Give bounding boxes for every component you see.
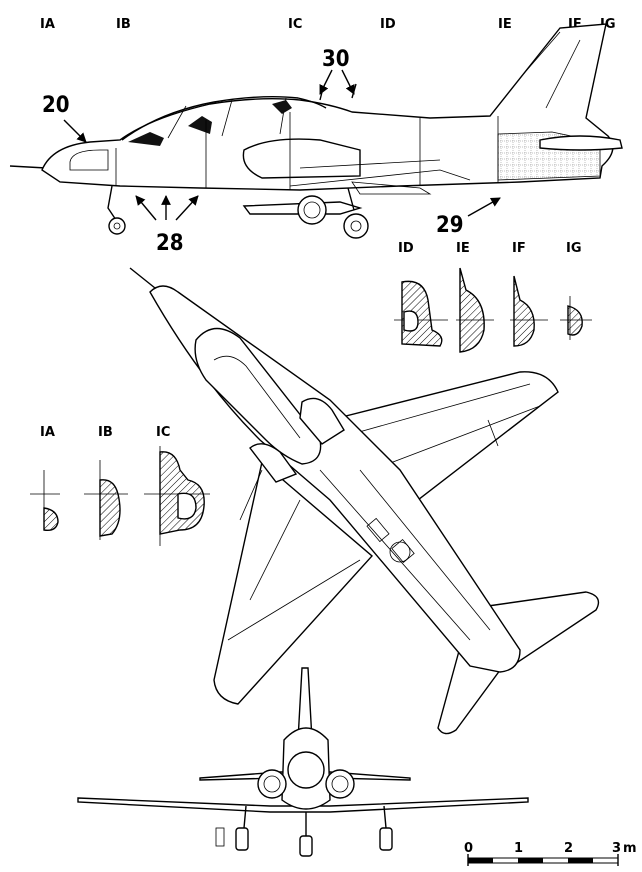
air-intake-side [242, 138, 361, 179]
section-ic [144, 446, 210, 546]
callout-20: 20 [42, 93, 70, 118]
section-label-if: IF [512, 241, 526, 256]
section-id [394, 280, 448, 347]
main-wheel-front-left [235, 827, 249, 851]
nose-wheel-front [299, 835, 313, 857]
section-ie [456, 267, 494, 353]
station-label-ie: IE [498, 17, 512, 32]
station-label-ia: IA [40, 17, 55, 32]
nose-wheel-side [108, 217, 126, 235]
sections-left: IA IB IC [30, 425, 210, 546]
station-label-ib: IB [116, 17, 131, 32]
section-ia [30, 470, 60, 532]
scale-unit: m [623, 841, 637, 856]
section-label-ib: IB [98, 425, 113, 440]
scale-tick-0: 0 [464, 841, 473, 856]
sections-upper: ID IE IF IG [394, 241, 592, 353]
front-view [77, 667, 529, 857]
callout-30: 30 [322, 47, 350, 72]
scale-tick-3: 3 [612, 841, 621, 856]
station-label-id: ID [380, 17, 396, 32]
section-label-ig: IG [566, 241, 582, 256]
section-ig [560, 296, 592, 340]
station-labels: IA IB IC ID IE IF IG [40, 17, 616, 32]
section-label-id: ID [398, 241, 414, 256]
side-view [9, 23, 623, 239]
plan-view [129, 267, 600, 735]
front-seat [128, 132, 164, 146]
canopy-plan [194, 327, 322, 465]
canopy [121, 95, 327, 141]
tailplane-side [539, 135, 623, 151]
callout-29: 29 [436, 213, 464, 238]
section-label-ic: IC [156, 425, 170, 440]
callout-28: 28 [156, 231, 184, 256]
scale-tick-1: 1 [514, 841, 523, 856]
station-label-ic: IC [288, 17, 302, 32]
scale-tick-2: 2 [564, 841, 573, 856]
section-label-ia: IA [40, 425, 55, 440]
fuselage-side [41, 23, 614, 191]
callouts: 20 30 28 29 [42, 47, 501, 256]
pitot-probe [9, 165, 47, 169]
main-wheel-left [297, 195, 327, 225]
section-ib [84, 460, 128, 540]
nose-gear-side [107, 185, 117, 221]
section-label-ie: IE [456, 241, 470, 256]
section-if [510, 275, 548, 347]
wing-port [213, 460, 374, 705]
main-wheel-front-right [379, 827, 393, 851]
scale-bar: 0 1 2 3 m [464, 841, 637, 866]
main-wheel-right [343, 213, 369, 239]
